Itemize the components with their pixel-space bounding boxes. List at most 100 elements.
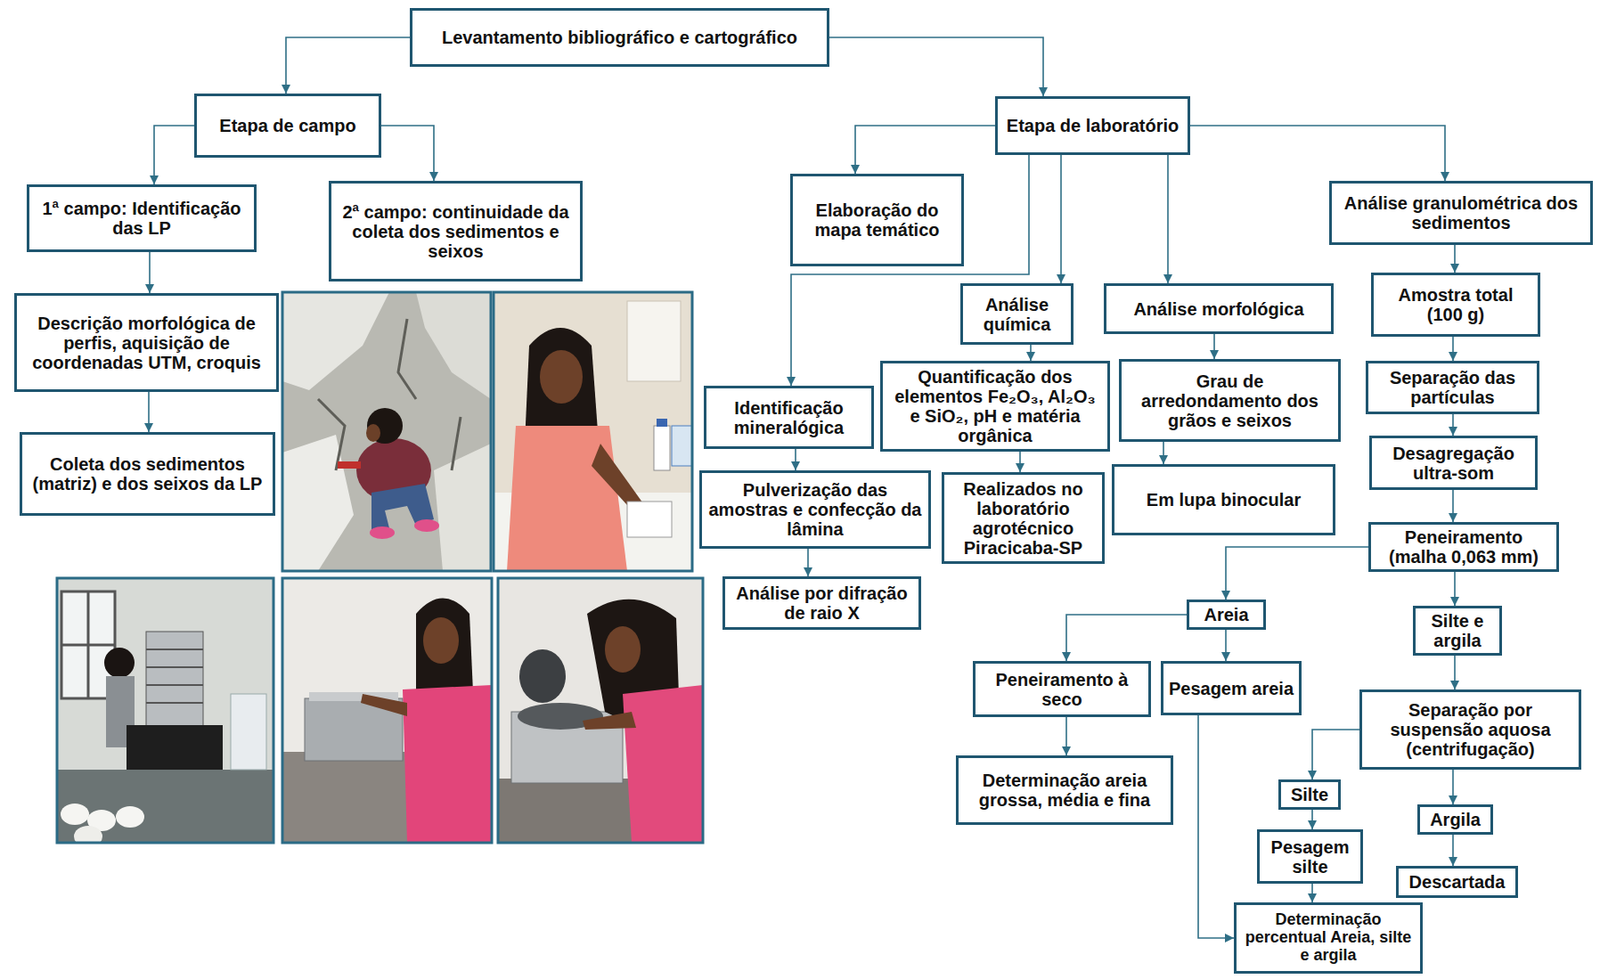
box-label: 2ª campo: continuidade da coleta dos sed…	[335, 202, 576, 262]
process-box: Coleta dos sedimentos (matriz) e dos sei…	[19, 432, 276, 516]
process-box: Amostra total (100 g)	[1371, 272, 1541, 337]
process-box: Determinação percentual Areia, silte e a…	[1233, 902, 1423, 974]
box-label: Levantamento bibliográfico e cartográfic…	[441, 27, 798, 48]
connector-arrow	[154, 125, 195, 185]
photo-detail	[282, 434, 354, 572]
connector-arrow	[1225, 546, 1369, 600]
box-label: Pesagem silte	[1264, 837, 1356, 877]
box-label: Pulverização das amostras e confecção da…	[706, 480, 924, 539]
connector-arrow	[1452, 414, 1454, 436]
connector-arrow	[1452, 489, 1454, 523]
process-box: Pulverização das amostras e confecção da…	[699, 470, 931, 549]
photo-detail	[282, 292, 390, 391]
process-box: Levantamento bibliográfico e cartográfic…	[409, 8, 830, 67]
connector-arrow	[1224, 629, 1227, 662]
connector-arrow	[381, 125, 434, 181]
process-box: Análise morfológica	[1103, 283, 1334, 335]
photo-detail	[360, 693, 408, 717]
box-label: Separação por suspensão aquosa (centrifu…	[1366, 700, 1575, 760]
photo-detail	[656, 418, 668, 427]
connector-arrow	[1311, 809, 1314, 830]
process-box: Em lupa binocular	[1111, 464, 1336, 536]
process-box: Análise granulométrica dos sedimentos	[1329, 180, 1593, 245]
connector-arrow	[1453, 244, 1456, 273]
photo-detail	[627, 501, 672, 538]
connector-arrow	[829, 37, 1044, 97]
box-label: Identificação mineralógica	[710, 398, 867, 438]
photo-detail	[367, 408, 403, 444]
process-box: Determinação areia grossa, média e fina	[955, 755, 1174, 825]
connector-arrow	[1190, 125, 1445, 181]
process-box: Quantificação dos elementos Fe₂O₃, Al₂O₃…	[880, 360, 1111, 452]
photo-detail	[104, 647, 135, 678]
photo-detail	[497, 578, 703, 843]
box-label: Realizados no laboratório agrotécnico Pi…	[948, 479, 1098, 558]
box-label: Análise química	[967, 294, 1067, 335]
process-box: Silte e argila	[1412, 605, 1503, 656]
box-label: Areia	[1203, 604, 1249, 625]
connector-arrow	[1065, 717, 1068, 756]
photo-detail	[423, 617, 459, 664]
photo-detail	[416, 292, 491, 400]
process-box: Descrição morfológica de perfis, aquisiç…	[14, 293, 279, 392]
photo-frame	[497, 578, 703, 843]
connector-arrow	[147, 391, 150, 433]
process-box: Realizados no laboratório agrotécnico Pi…	[941, 472, 1105, 564]
lab-photo	[493, 292, 693, 572]
connector-arrow	[1029, 344, 1032, 361]
process-box: Análise química	[960, 283, 1074, 345]
photo-frame	[57, 578, 274, 843]
connector-arrow	[1453, 655, 1456, 690]
photo-detail	[493, 292, 693, 572]
box-label: Grau de arredondamento dos grãos e seixo…	[1126, 371, 1334, 431]
box-label: Determinação percentual Areia, silte e a…	[1240, 911, 1416, 964]
connector-arrow	[807, 548, 809, 577]
box-label: Determinação areia grossa, média e fina	[963, 770, 1167, 810]
process-box: Identificação mineralógica	[703, 385, 874, 449]
photo-detail	[60, 803, 90, 825]
photo-detail	[402, 685, 492, 843]
box-label: Peneiramento à seco	[979, 669, 1144, 710]
photo-detail	[369, 526, 395, 539]
process-box: Separação por suspensão aquosa (centrifu…	[1359, 689, 1582, 770]
box-label: Etapa de laboratório	[1006, 115, 1179, 136]
photo-detail	[582, 711, 637, 730]
box-label: Desagregação ultra-som	[1376, 443, 1531, 483]
photo-detail	[146, 631, 204, 730]
photo-detail	[230, 693, 267, 770]
connector-arrow	[1452, 834, 1454, 866]
box-label: Descrição morfológica de perfis, aquisiç…	[21, 313, 272, 373]
lab-photo	[497, 578, 703, 843]
photo-detail	[519, 649, 566, 703]
box-label: Em lupa binocular	[1146, 489, 1301, 510]
photo-frame	[493, 292, 693, 572]
photo-detail	[282, 292, 491, 572]
photo-detail	[73, 825, 103, 843]
process-box: Descartada	[1395, 865, 1519, 898]
process-box: Argila	[1417, 804, 1494, 835]
box-label: Elaboração do mapa temático	[797, 200, 957, 240]
connector-arrow	[1312, 729, 1360, 780]
process-box: Desagregação ultra-som	[1369, 435, 1538, 490]
process-box: Grau de arredondamento dos grãos e seixo…	[1118, 359, 1341, 442]
box-label: Peneiramento (malha 0,063 mm)	[1375, 527, 1552, 567]
process-box: Silte	[1278, 779, 1341, 810]
connector-arrow	[1452, 769, 1454, 805]
lab-photo	[282, 578, 492, 843]
connector-arrow	[1311, 883, 1314, 903]
box-label: 1ª campo: Identificação das LP	[33, 198, 250, 238]
box-label: Amostra total (100 g)	[1378, 285, 1534, 325]
box-label: Argila	[1429, 809, 1481, 830]
photo-detail	[433, 443, 491, 572]
box-label: Silte e argila	[1420, 611, 1495, 651]
lab-photo	[57, 578, 274, 848]
photo-detail	[671, 425, 693, 466]
process-box: Elaboração do mapa temático	[790, 173, 964, 267]
connector-arrow	[1167, 155, 1169, 284]
connector-arrow	[1066, 614, 1187, 662]
process-box: Pesagem silte	[1257, 829, 1364, 884]
connector-arrow	[791, 155, 1029, 386]
box-label: Silte	[1290, 784, 1329, 805]
box-label: Quantificação dos elementos Fe₂O₃, Al₂O₃…	[887, 367, 1103, 446]
photo-detail	[126, 725, 223, 770]
